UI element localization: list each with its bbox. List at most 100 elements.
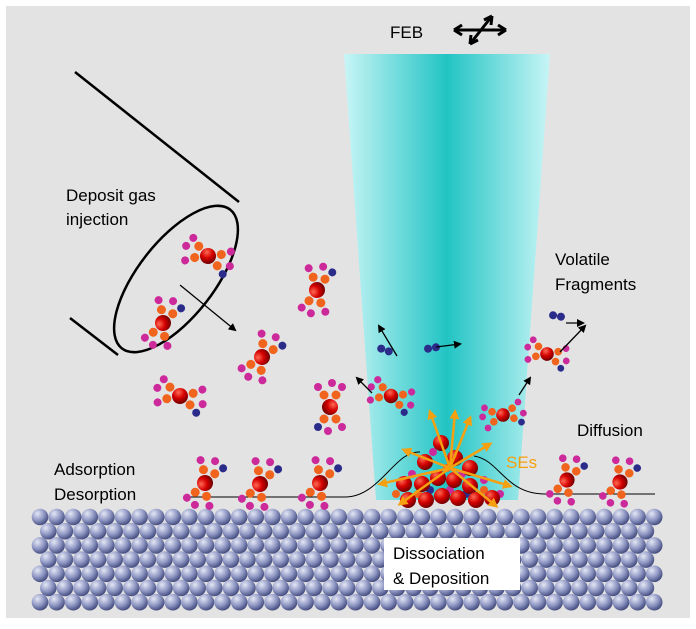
ligand-atom [490, 417, 498, 426]
ligand-atom [338, 383, 346, 391]
substrate-atom [230, 508, 248, 526]
substrate-atom [81, 508, 99, 526]
deposit-ligand-atom [429, 448, 437, 456]
substrate-atom [214, 508, 231, 526]
substrate-atom [264, 508, 281, 526]
substrate-atom [239, 522, 256, 540]
ligand-atom [313, 465, 323, 475]
substrate-atom [139, 551, 157, 568]
precursor-molecule-icon [181, 233, 235, 279]
substrate-atom [297, 537, 314, 554]
metal-atom [252, 476, 268, 492]
precursor-molecule-icon [182, 456, 228, 510]
substrate-atom [239, 551, 256, 568]
substrate-atom [430, 508, 447, 526]
substrate-atom [579, 593, 597, 611]
substrate-atom [230, 537, 248, 554]
substrate-atom [629, 508, 646, 526]
fragment-arrow [377, 324, 398, 357]
substrate-atom [355, 551, 373, 568]
substrate-atom [222, 551, 240, 568]
ligand-atom [244, 372, 253, 381]
ligand-atom [567, 497, 576, 506]
substrate-atom [147, 593, 165, 611]
substrate-atom [645, 565, 663, 583]
ligand-atom [606, 486, 616, 496]
fragment-arrow [518, 376, 532, 396]
ligand-atom [328, 268, 337, 277]
substrate [31, 508, 663, 611]
substrate-atom [305, 579, 323, 597]
ligand-atom [324, 427, 332, 435]
substrate-atom [147, 565, 165, 583]
substrate-atom [612, 537, 630, 554]
substrate-atom [297, 565, 314, 583]
substrate-atom [596, 593, 613, 611]
substrate-atom [413, 593, 431, 611]
substrate-atom [89, 551, 107, 568]
ligand-atom [205, 501, 214, 510]
substrate-atom [280, 565, 298, 583]
substrate-atom [621, 551, 638, 568]
substrate-atom [297, 593, 314, 611]
substrate-atom [479, 508, 497, 526]
substrate-atom [289, 579, 306, 597]
deposit-ligand-atom [392, 490, 400, 498]
secondary-electron-arrow [449, 467, 499, 508]
substrate-atom [455, 522, 472, 540]
substrate-atom [554, 579, 572, 597]
substrate-atom [189, 522, 206, 540]
substrate-atom [355, 522, 373, 540]
ligand-atom [617, 490, 626, 499]
metal-atom [309, 282, 325, 298]
substrate-atom [521, 579, 538, 597]
substrate-atom [479, 593, 497, 611]
substrate-atom [363, 565, 381, 583]
ligand-atom [196, 456, 205, 465]
substrate-atom [222, 522, 240, 540]
substrate-atom [289, 522, 306, 540]
substrate-atom [106, 579, 123, 597]
ligand-atom [253, 466, 263, 476]
metal-atom [322, 399, 338, 415]
gas-injection-label-line2: injection [66, 210, 128, 229]
substrate-atom [521, 551, 538, 568]
substrate-atom [48, 593, 65, 611]
ligand-atom [185, 400, 195, 410]
ligand-atom [148, 327, 158, 337]
substrate-atom [421, 522, 439, 540]
precursor-molecule-icon [598, 456, 642, 508]
deposit-ligand-atom [480, 486, 488, 494]
substrate-atom [529, 537, 547, 554]
desorption-label: Desorption [54, 485, 136, 504]
substrate-atom [73, 551, 90, 568]
substrate-atom [106, 522, 123, 540]
substrate-atom [496, 593, 514, 611]
substrate-atom [156, 522, 173, 540]
substrate-atom [289, 551, 306, 568]
ligand-atom [162, 394, 172, 404]
ligand-atom [564, 488, 573, 497]
substrate-atom [637, 579, 655, 597]
ligand-atom [257, 329, 266, 338]
ligand-atom [571, 466, 581, 476]
ligand-atom [518, 418, 525, 426]
ligand-atom [182, 241, 191, 250]
ligand-atom [237, 494, 246, 503]
substrate-atom [131, 565, 148, 583]
ligand-atom [532, 352, 540, 361]
ligand-atom [319, 262, 328, 271]
ligand-atom [551, 357, 560, 366]
ligand-atom [314, 423, 322, 431]
substrate-atom [189, 551, 206, 568]
ligand-atom [326, 457, 335, 466]
substrate-atom [629, 565, 646, 583]
substrate-atom [521, 522, 538, 540]
substrate-atom [230, 565, 248, 583]
substrate-atom [31, 537, 49, 554]
substrate-atom [587, 579, 605, 597]
ligand-atom [159, 375, 168, 384]
substrate-atom [330, 565, 348, 583]
dissociation-label-background [384, 538, 520, 590]
substrate-atom [64, 565, 82, 583]
